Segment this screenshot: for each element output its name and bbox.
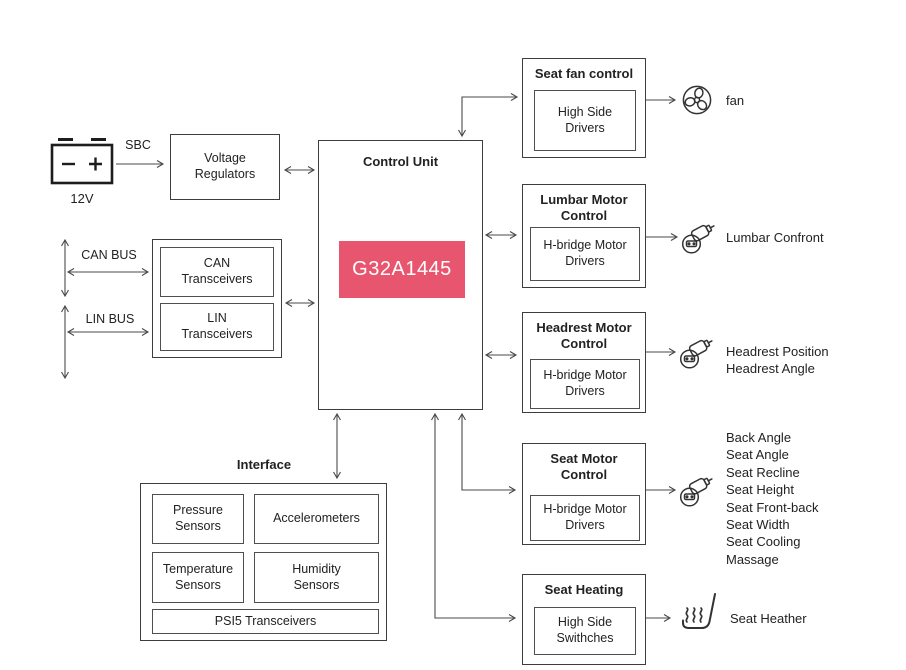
high-side-drivers-box: High Side Drivers bbox=[534, 90, 636, 151]
fan-icon bbox=[682, 85, 712, 115]
battery-icon bbox=[50, 138, 114, 185]
lin-transceivers-box: LIN Transceivers bbox=[160, 303, 274, 351]
accelerometers-label: Accelerometers bbox=[273, 511, 360, 526]
headrest-hbridge-box: H-bridge Motor Drivers bbox=[530, 359, 640, 409]
output-label-fan: fan bbox=[726, 93, 745, 108]
output-line: Massage bbox=[726, 551, 779, 567]
seat-fan-control-box: Seat fan control High Side Drivers bbox=[522, 58, 646, 158]
lumbar-motor-control-title: Lumbar Motor Control bbox=[540, 192, 628, 223]
pressure-sensors-box: Pressure Sensors bbox=[152, 494, 244, 544]
arrow-control-unit-seat-motor bbox=[458, 412, 517, 494]
psi5-transceivers-box: PSI5 Transceivers bbox=[152, 609, 379, 634]
voltage-regulators-box: Voltage Regulators bbox=[170, 134, 280, 200]
voltage-regulators-label: Voltage Regulators bbox=[194, 151, 256, 181]
output-label-seat-heater: Seat Heather bbox=[730, 611, 807, 626]
arrow-control-unit-seat-fan bbox=[458, 93, 519, 138]
output-label-seat-motor: Back Angle Seat Angle Seat Recline Seat … bbox=[726, 429, 819, 568]
sbc-label: SBC bbox=[125, 138, 151, 152]
lumbar-hbridge-box: H-bridge Motor Drivers bbox=[530, 227, 640, 281]
control-unit-box: Control Unit G32A1445 bbox=[318, 140, 483, 410]
headrest-motor-control-title: Headrest Motor Control bbox=[536, 320, 632, 351]
output-label-lumbar: Lumbar Confront bbox=[726, 230, 824, 245]
headrest-motor-control-box: Headrest Motor Control H-bridge Motor Dr… bbox=[522, 312, 646, 413]
battery-voltage-label: 12V bbox=[70, 191, 94, 206]
chip-g32a1445: G32A1445 bbox=[339, 241, 465, 298]
output-line: Back Angle bbox=[726, 430, 792, 445]
output-line: Seat Angle bbox=[726, 447, 789, 463]
output-line: Seat Cooling bbox=[726, 534, 801, 550]
output-line: Seat Front-back bbox=[726, 499, 819, 515]
lin-bus-label: LIN BUS bbox=[85, 312, 135, 326]
humidity-sensors-label: Humidity Sensors bbox=[292, 561, 341, 592]
high-side-switches-box: High Side Swithches bbox=[534, 607, 636, 655]
lin-transceivers-label: LIN Transceivers bbox=[181, 311, 253, 341]
seat-motor-hbridge-label: H-bridge Motor Drivers bbox=[543, 502, 627, 532]
lumbar-hbridge-label: H-bridge Motor Drivers bbox=[543, 238, 627, 268]
temperature-sensors-box: Temperature Sensors bbox=[152, 552, 244, 603]
headrest-hbridge-label: H-bridge Motor Drivers bbox=[543, 368, 627, 398]
high-side-switches-label: High Side Swithches bbox=[556, 615, 614, 645]
humidity-sensors-box: Humidity Sensors bbox=[254, 552, 379, 603]
seat-motor-control-box: Seat Motor Control H-bridge Motor Driver… bbox=[522, 443, 646, 545]
seat-motor-icon bbox=[679, 477, 713, 507]
seat-heating-box: Seat Heating High Side Swithches bbox=[522, 574, 646, 665]
output-line: Seat Width bbox=[726, 517, 790, 533]
temperature-sensors-label: Temperature Sensors bbox=[162, 561, 234, 592]
seat-motor-hbridge-box: H-bridge Motor Drivers bbox=[530, 495, 640, 541]
seat-motor-control-title: Seat Motor Control bbox=[550, 451, 618, 482]
output-label-headrest: Headrest Position Headrest Angle bbox=[726, 343, 829, 378]
accelerometers-box: Accelerometers bbox=[254, 494, 379, 544]
seat-heating-title: Seat Heating bbox=[544, 582, 624, 597]
output-line: Seat Recline bbox=[726, 464, 800, 480]
psi5-transceivers-label: PSI5 Transceivers bbox=[214, 613, 317, 628]
can-transceivers-label: CAN Transceivers bbox=[181, 256, 253, 286]
high-side-drivers-label: High Side Drivers bbox=[557, 104, 613, 135]
seat-heater-icon bbox=[682, 593, 716, 629]
can-transceivers-box: CAN Transceivers bbox=[160, 247, 274, 297]
interface-box: Pressure Sensors Accelerometers Temperat… bbox=[140, 483, 387, 641]
arrow-control-unit-seat-heating bbox=[431, 412, 517, 622]
lumbar-motor-control-box: Lumbar Motor Control H-bridge Motor Driv… bbox=[522, 184, 646, 288]
pressure-sensors-label: Pressure Sensors bbox=[172, 503, 224, 533]
output-line: Headrest Angle bbox=[726, 361, 815, 377]
transceivers-box: CAN Transceivers LIN Transceivers bbox=[152, 239, 282, 358]
lumbar-motor-icon bbox=[681, 224, 715, 254]
headrest-motor-icon bbox=[679, 339, 713, 369]
interface-title: Interface bbox=[236, 457, 292, 472]
output-line: Seat Height bbox=[726, 482, 794, 498]
output-line: Headrest Position bbox=[726, 344, 829, 359]
seat-fan-control-title: Seat fan control bbox=[534, 66, 634, 81]
control-unit-title: Control Unit bbox=[362, 154, 439, 169]
can-bus-label: CAN BUS bbox=[81, 248, 137, 262]
